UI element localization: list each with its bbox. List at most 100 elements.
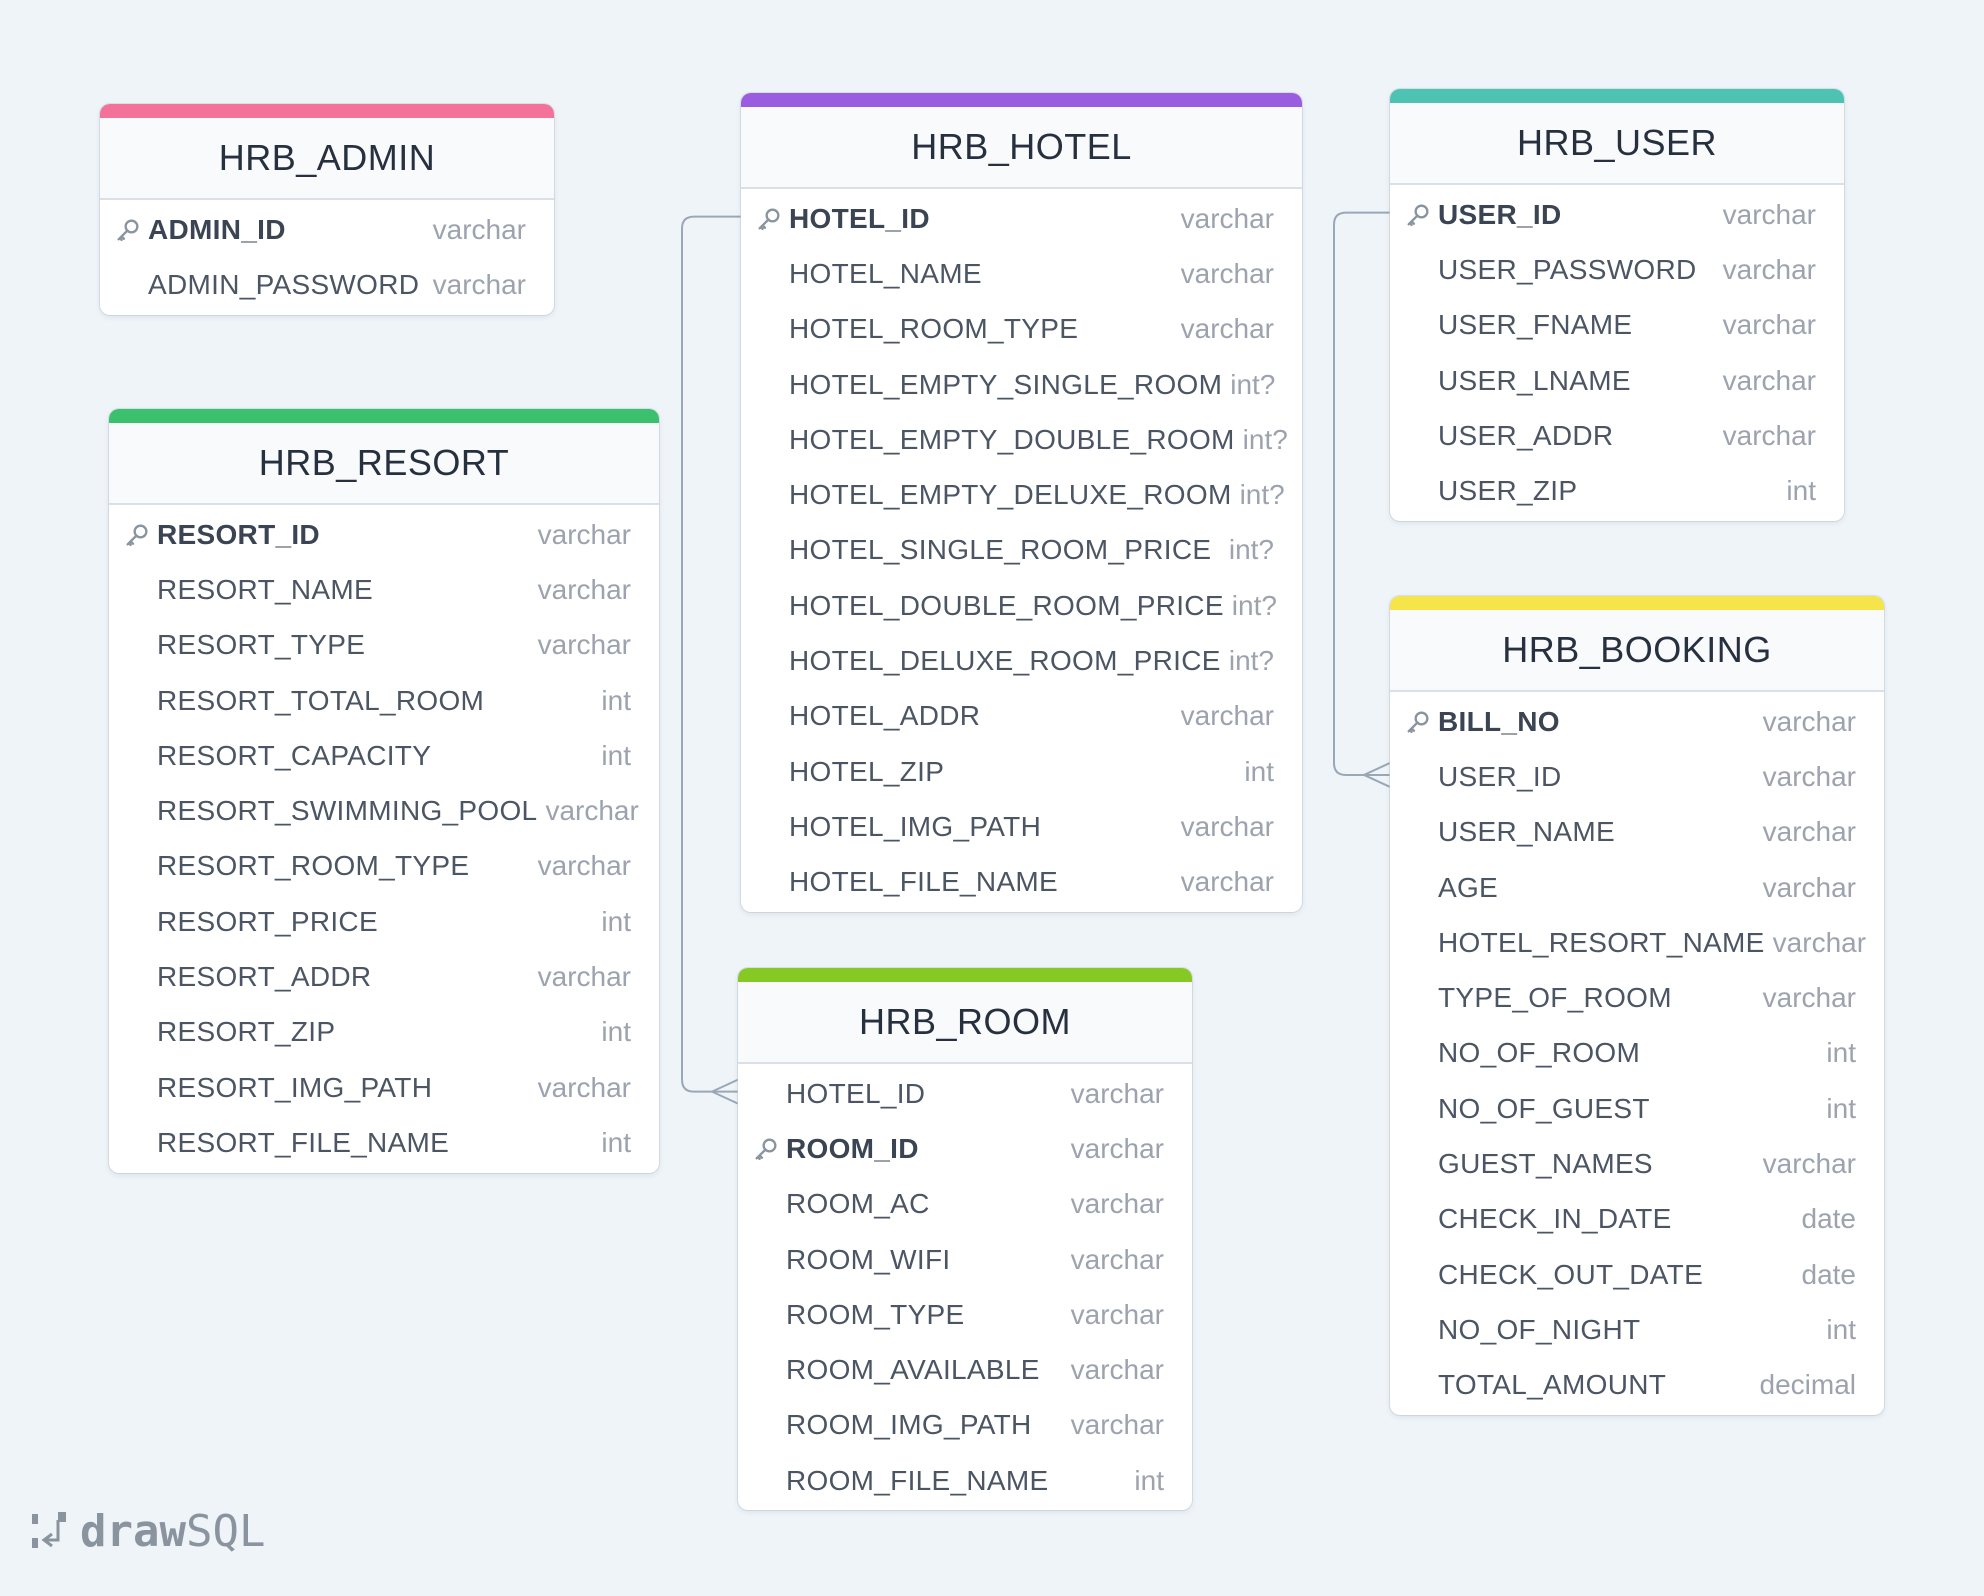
primary-key-icon (1404, 201, 1432, 229)
column-name: HOTEL_EMPTY_SINGLE_ROOM (789, 368, 1223, 400)
table-title[interactable]: HRB_USER (1390, 103, 1844, 185)
table-accent-bar (741, 93, 1302, 107)
column-name: RESORT_FILE_NAME (157, 1126, 450, 1158)
column-name: USER_ADDR (1438, 419, 1614, 451)
table-title[interactable]: HRB_BOOKING (1390, 610, 1884, 692)
table-title[interactable]: HRB_RESORT (109, 423, 659, 505)
column-name: RESORT_ZIP (157, 1016, 336, 1048)
drawsql-logo: draw SQL (30, 1506, 265, 1557)
column-type: varchar (537, 961, 631, 993)
column-type: varchar (537, 573, 631, 605)
column-name: HOTEL_NAME (789, 257, 982, 289)
primary-key-icon (114, 216, 142, 244)
table-title[interactable]: HRB_ADMIN (100, 118, 554, 200)
column-name: USER_ID (1438, 760, 1562, 792)
column-type: varchar (1762, 760, 1856, 792)
table-title[interactable]: HRB_HOTEL (741, 107, 1302, 189)
column-name: ROOM_IMG_PATH (786, 1409, 1032, 1441)
column-name: CHECK_OUT_DATE (1438, 1258, 1704, 1290)
column-row[interactable]: USER_ID varchar (1390, 749, 1884, 804)
column-name: RESORT_SWIMMING_POOL (157, 795, 538, 827)
column-name: HOTEL_SINGLE_ROOM_PRICE (789, 534, 1212, 566)
crows-foot-icon (711, 1078, 739, 1105)
column-name: HOTEL_IMG_PATH (789, 810, 1042, 842)
column-type: int (601, 905, 631, 937)
column-type: int (1826, 1037, 1856, 1069)
table-accent-bar (100, 104, 554, 118)
column-name: AGE (1438, 871, 1499, 903)
column-name: ROOM_TYPE (786, 1298, 965, 1330)
column-name: USER_PASSWORD (1438, 253, 1697, 285)
relation-line[interactable] (1333, 211, 1390, 776)
column-type: varchar (537, 629, 631, 661)
relation-line[interactable] (681, 215, 741, 1093)
column-row[interactable]: RESORT_TYPE varchar (109, 618, 659, 673)
column-name: RESORT_TYPE (157, 629, 366, 661)
table-title[interactable]: HRB_ROOM (738, 982, 1192, 1064)
column-name: HOTEL_ADDR (789, 700, 981, 732)
primary-key-icon (752, 1135, 780, 1163)
primary-key-icon (123, 521, 151, 549)
